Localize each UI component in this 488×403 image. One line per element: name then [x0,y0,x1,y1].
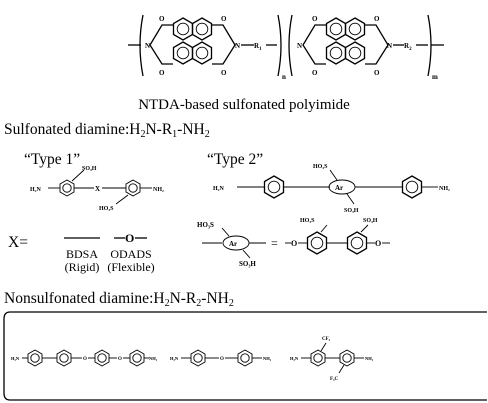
svg-text:H₂N: H₂N [213,186,224,192]
ar-definition: Ar HO₃S SO₃H = O O HO₃S SO₃H [197,218,390,268]
svg-text:O: O [374,69,380,77]
type1-structure: “Type 1” X H₂N NH₂ SO₃H HO₃S [24,151,164,212]
svg-text:H₂N: H₂N [30,187,41,193]
svg-text:N: N [387,42,392,50]
svg-text:HO₃S: HO₃S [99,206,114,212]
svg-text:O: O [221,69,227,77]
r2-label: R2 [404,42,412,52]
svg-text:NH₂: NH₂ [439,186,450,192]
svg-text:O: O [312,15,318,23]
right-bracket-m [427,14,432,77]
svg-text:O: O [291,239,297,248]
svg-text:(Rigid): (Rigid) [65,260,100,274]
svg-text:SO₃H: SO₃H [82,166,97,172]
svg-text:N: N [235,42,240,50]
svg-text:HO₃S: HO₃S [197,221,214,229]
svg-text:(Flexible): (Flexible) [107,260,154,274]
svg-text:Ar: Ar [229,240,237,248]
svg-text:Ar: Ar [335,184,343,192]
nonsulfonated-structure-3: H₂N NH₂ CF₃ F₃C [290,337,374,382]
svg-text:n: n [282,73,286,81]
svg-text:CF₃: CF₃ [322,337,331,342]
nonsulfonated-structure-1: H₂N O O NH₂ [11,349,158,367]
type2-label: “Type 2” [207,151,263,168]
svg-text:ODADS: ODADS [110,247,151,261]
svg-text:NH₂: NH₂ [149,356,158,361]
type2-structure: “Type 2” H₂N Ar NH₂ HO₃S SO₃H [207,151,450,214]
naphthalene-1 [172,41,194,65]
svg-text:H₂N: H₂N [11,356,20,361]
nonsulfonated-diamine-heading: Nonsulfonated diamine:H2N-R2-NH2 [4,290,234,309]
svg-text:NH₂: NH₂ [263,356,272,361]
x-label: X= [8,234,28,251]
svg-text:O: O [220,357,224,362]
svg-text:m: m [432,73,438,81]
biphenyl-ring-1 [306,231,328,255]
svg-text:SO₃H: SO₃H [239,260,256,268]
biphenyl-ring-2 [346,231,368,255]
nonsulfonated-box [3,311,487,401]
svg-text:O: O [159,15,165,23]
x-definition: X= BDSA (Rigid) O ODADS (Flexible) [8,231,155,274]
svg-text:H₂N: H₂N [170,356,179,361]
svg-text:HO₃S: HO₃S [300,218,315,224]
svg-text:O: O [375,239,381,248]
naphthalene-2 [325,17,347,41]
polymer-caption: NTDA-based sulfonated polyimide [138,97,350,113]
svg-text:NH₂: NH₂ [365,356,374,361]
svg-text:O: O [118,357,122,362]
svg-text:F₃C: F₃C [330,377,339,382]
svg-text:H₂N: H₂N [290,356,299,361]
svg-text:O: O [83,357,87,362]
nonsulfonated-structure-2: H₂N O NH₂ [170,349,272,367]
type1-label: “Type 1” [24,151,80,168]
svg-text:SO₃H: SO₃H [344,208,359,214]
svg-text:O: O [159,69,165,77]
svg-text:X: X [95,185,100,193]
sulfonated-diamine-heading: Sulfonated diamine:H2N-R1-NH2 [4,121,210,140]
polymer-repeat-unit: O O O O N N R1 n O O O O N N R2 m NTDA-b… [128,14,444,113]
right-bracket-n [277,14,282,77]
svg-text:N: N [297,42,302,50]
svg-text:NH₂: NH₂ [153,187,164,193]
svg-text:O: O [221,15,227,23]
svg-text:=: = [271,236,278,250]
svg-text:O: O [374,15,380,23]
svg-text:O: O [312,69,318,77]
left-bracket-m [288,14,293,77]
svg-text:BDSA: BDSA [66,247,98,261]
svg-text:HO₃S: HO₃S [313,164,328,170]
svg-text:N: N [145,42,150,50]
svg-text:SO₃H: SO₃H [363,218,378,224]
r1-label: R1 [254,42,262,52]
svg-text:O: O [125,231,134,245]
